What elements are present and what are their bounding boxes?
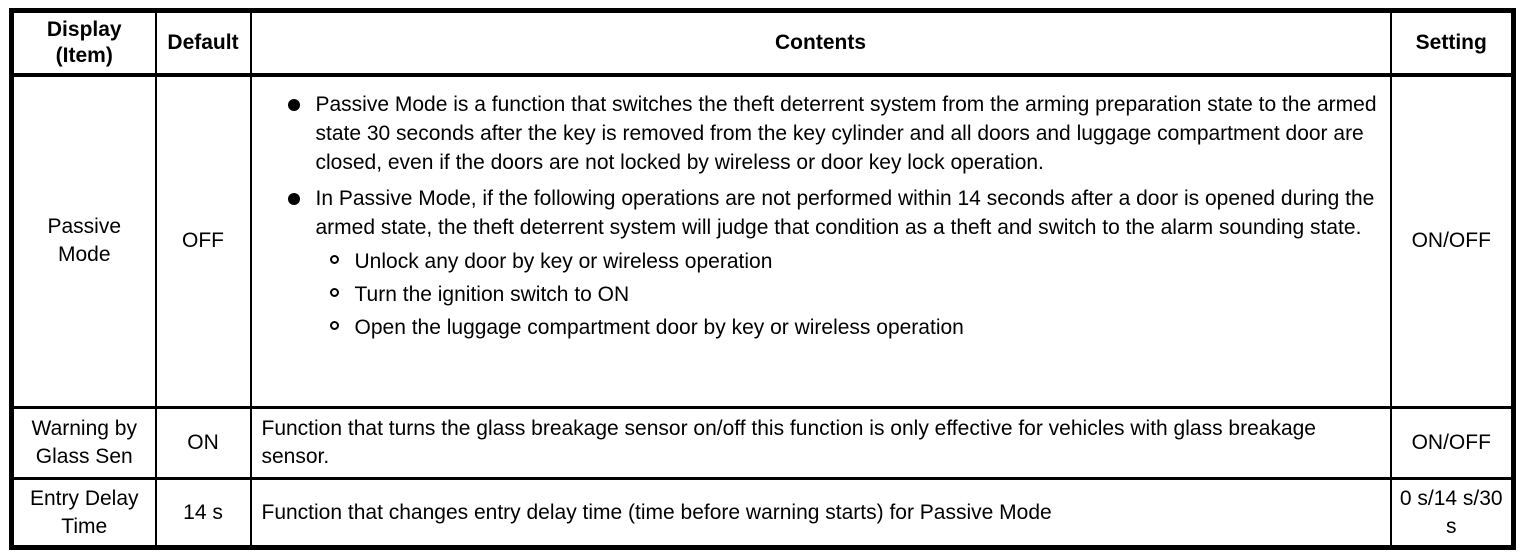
display-cell: Warning by Glass Sen bbox=[10, 406, 157, 480]
header-default: Default bbox=[154, 9, 252, 77]
default-cell: 14 s bbox=[154, 477, 252, 549]
contents-cell: Passive Mode is a function that switches… bbox=[249, 73, 1392, 409]
header-contents: Contents bbox=[249, 9, 1392, 77]
header-row: Display (Item) Default Contents Setting bbox=[10, 9, 1515, 77]
contents-cell: Function that changes entry delay time (… bbox=[249, 477, 1392, 549]
sub-bullet-item: Turn the ignition switch to ON bbox=[329, 280, 1380, 309]
sub-bullet-text: Turn the ignition switch to ON bbox=[354, 282, 630, 306]
theft-deterrent-settings-table: Display (Item) Default Contents Setting … bbox=[9, 8, 1516, 550]
table-row-passive-mode: Passive Mode OFF Passive Mode is a funct… bbox=[10, 73, 1515, 409]
contents-bullet-list: Passive Mode is a function that switches… bbox=[262, 90, 1380, 342]
circle-bullet-icon bbox=[329, 287, 339, 297]
sub-bullet-text: Open the luggage compartment door by key… bbox=[354, 315, 964, 339]
default-cell: OFF bbox=[154, 73, 252, 409]
setting-cell: ON/OFF bbox=[1389, 73, 1515, 409]
display-cell: Passive Mode bbox=[10, 73, 157, 409]
header-display-item: Display (Item) bbox=[10, 9, 157, 77]
header-setting: Setting bbox=[1389, 9, 1515, 77]
filled-bullet-icon bbox=[287, 98, 300, 111]
bullet-text: In Passive Mode, if the following operat… bbox=[315, 186, 1375, 239]
setting-cell: 0 s/14 s/30 s bbox=[1389, 477, 1515, 549]
sub-bullet-list: Unlock any door by key or wireless opera… bbox=[316, 247, 1380, 342]
sub-bullet-item: Open the luggage compartment door by key… bbox=[329, 313, 1380, 342]
circle-bullet-icon bbox=[329, 320, 339, 330]
table-row-warning-glass-sen: Warning by Glass Sen ON Function that tu… bbox=[10, 406, 1515, 480]
bullet-item: In Passive Mode, if the following operat… bbox=[287, 184, 1380, 342]
sub-bullet-text: Unlock any door by key or wireless opera… bbox=[354, 249, 773, 273]
setting-cell: ON/OFF bbox=[1389, 406, 1515, 480]
bullet-item: Passive Mode is a function that switches… bbox=[287, 90, 1380, 177]
filled-bullet-icon bbox=[287, 192, 300, 205]
sub-bullet-item: Unlock any door by key or wireless opera… bbox=[329, 247, 1380, 276]
default-cell: ON bbox=[154, 406, 252, 480]
table-row-entry-delay-time: Entry Delay Time 14 s Function that chan… bbox=[10, 477, 1515, 549]
bullet-text: Passive Mode is a function that switches… bbox=[315, 92, 1377, 174]
bullet-body: In Passive Mode, if the following operat… bbox=[316, 184, 1380, 342]
display-cell: Entry Delay Time bbox=[10, 477, 157, 549]
circle-bullet-icon bbox=[329, 254, 339, 264]
contents-cell: Function that turns the glass breakage s… bbox=[249, 406, 1392, 480]
